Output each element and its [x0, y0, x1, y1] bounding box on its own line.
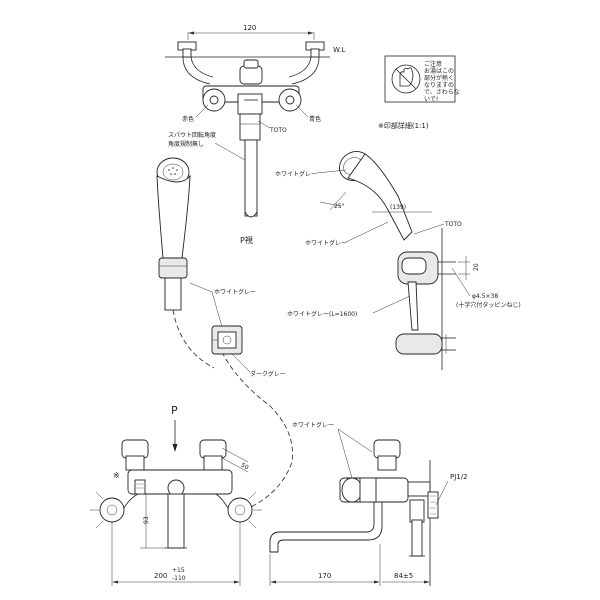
screw-spec: φ4.5×38: [472, 293, 498, 300]
dim-170: 170: [318, 572, 331, 580]
caution-line-5: で、さわらな: [424, 89, 460, 96]
detail-mark: ※: [113, 471, 120, 480]
dim-84: 84±5: [394, 572, 413, 580]
white-grey-label-2: ホワイトグレー: [305, 239, 347, 247]
wall-line-label: W.L: [333, 46, 345, 54]
dim-200-tol-plus: +15: [172, 567, 185, 574]
white-grey-label-1: ホワイトグレー: [275, 170, 317, 178]
red-color-label: 赤色: [182, 115, 194, 123]
caution-line-6: いで!: [424, 96, 438, 103]
view-p-label: P視: [240, 236, 253, 245]
caution-line-1: ご注意: [424, 60, 442, 68]
dark-grey-label: ダークグレー: [250, 370, 286, 378]
dim-139: (139): [390, 204, 406, 211]
spout-note-line1: スパウト回転角度: [168, 131, 216, 139]
angle-25: 25°: [334, 203, 345, 210]
caution-line-2: お湯はこの: [424, 67, 454, 75]
side-view: ホワイトグレー PJ1/2 170 84±5: [269, 421, 468, 586]
side-white-grey: ホワイトグレー: [292, 421, 334, 429]
dim-200: 200: [154, 572, 167, 580]
blue-color-label: 青色: [309, 115, 321, 123]
detail-title: ※印部詳細(1:1): [378, 121, 429, 130]
brand-label-top: TOTO: [269, 127, 287, 134]
dim-20: 20: [473, 263, 480, 271]
hose-length-label: ホワイトグレー(L=1600): [287, 310, 357, 318]
caution-line-4: なりますの: [424, 82, 454, 89]
hose-label: ホワイトグレー: [214, 288, 256, 296]
brand-label-detail: TOTO: [444, 221, 462, 228]
dim-50: 50: [240, 462, 250, 472]
dim-120: 120: [243, 24, 256, 32]
view-arrow-p: P: [171, 404, 178, 417]
thread-label: PJ1/2: [450, 473, 468, 481]
spout-note-line2: 角度規制無し: [168, 140, 204, 148]
shower-head-view: ホワイトグレー ダークグレー: [156, 157, 293, 513]
screw-type: (十字穴付タッピンねじ): [456, 301, 521, 309]
dim-93: 93: [143, 516, 150, 524]
dim-200-tol-minus: -110: [172, 575, 186, 582]
caution-badge: ご注意 お湯はこの 部分が熱く なりますの で、さわらな いで!: [384, 55, 460, 103]
top-view: 120 W.L 赤色 青色: [165, 24, 345, 245]
caution-line-3: 部分が熱く: [424, 74, 454, 82]
hand-icon: [399, 67, 414, 87]
front-view: P 50 ※: [90, 404, 262, 586]
holder-detail: ※印部詳細(1:1) 25° (139) ホワイトグレー ホワイトグレー TOT…: [275, 121, 521, 370]
